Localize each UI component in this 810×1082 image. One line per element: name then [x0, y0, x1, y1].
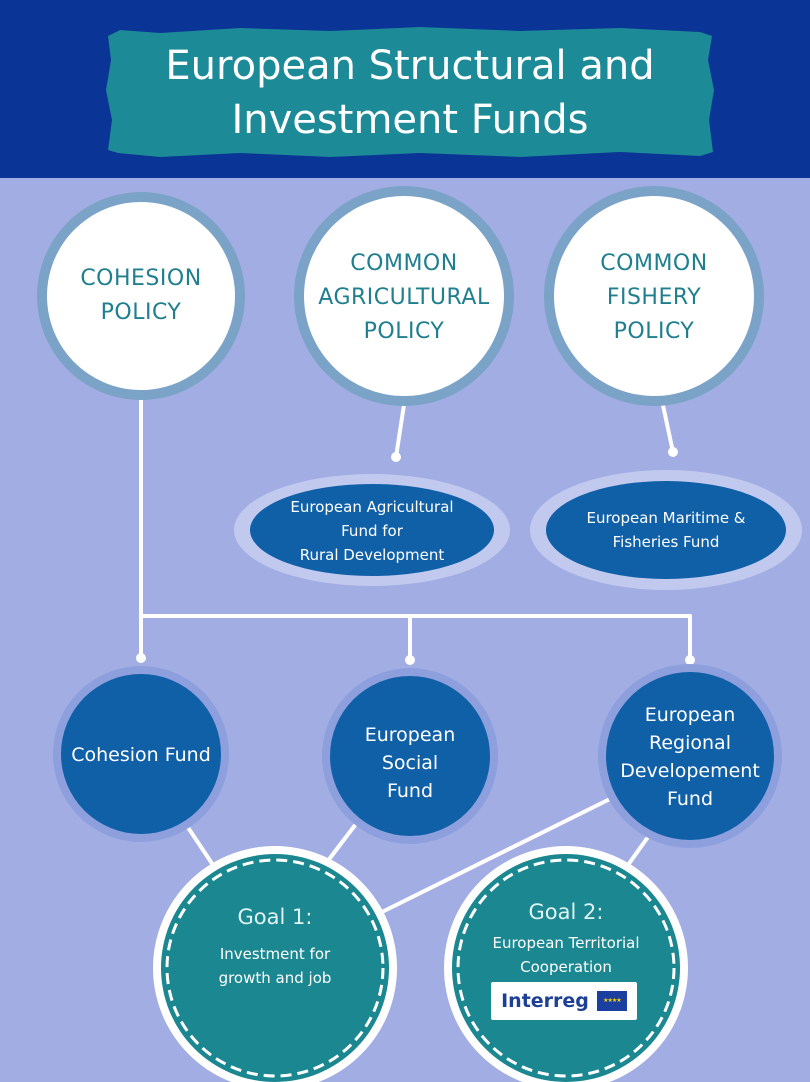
interreg-logo-word: Interreg: [501, 990, 589, 1012]
fund-label-line: Fund for: [341, 522, 403, 540]
fund-label-cohesion: Cohesion Fund: [61, 740, 221, 770]
connector-dot: [391, 452, 401, 462]
title-line: European Structural and: [165, 43, 655, 89]
policy-label-agricultural: COMMON AGRICULTURAL POLICY: [294, 245, 514, 351]
fund-label-line: European: [644, 704, 736, 726]
fund-ellipse-maritime: [530, 470, 802, 590]
title-banner: [106, 27, 714, 157]
policy-label-line: COMMON: [350, 251, 458, 276]
goal-circle-1: [153, 846, 397, 1082]
policy-label-cohesion: COHESION POLICY: [41, 256, 241, 336]
fund-circle-cohesion: [53, 666, 229, 842]
goal-label-1: Goal 1: Investment for growth and job: [190, 898, 360, 994]
fund-label-line: Cohesion Fund: [71, 744, 211, 766]
goal-text-line: European Territorial: [492, 934, 640, 952]
fund-label-line: Social: [381, 752, 439, 774]
fund-ellipse-agricultural: [234, 474, 510, 586]
fund-circle-social: [322, 668, 498, 844]
fund-label-line: European Maritime &: [586, 509, 746, 527]
fund-label-line: European: [364, 724, 456, 746]
connector-dot: [136, 653, 146, 663]
fund-label-line: Developement: [620, 760, 760, 782]
policy-circle-agricultural: [294, 186, 514, 406]
fund-label-line: Rural Development: [299, 546, 445, 564]
policy-label-line: POLICY: [100, 300, 182, 325]
fund-label-maritime: European Maritime & Fisheries Fund: [556, 505, 776, 555]
fund-label-agricultural: European Agricultural Fund for Rural Dev…: [262, 494, 482, 568]
connector-dot: [685, 655, 695, 665]
policy-label-line: COHESION: [80, 266, 202, 291]
policy-label-line: POLICY: [613, 319, 695, 344]
goal-text-line: Cooperation: [520, 958, 612, 976]
connector-dot: [668, 447, 678, 457]
title-line: Investment Funds: [231, 97, 589, 143]
policy-circle-cohesion: [37, 192, 245, 400]
fund-label-social: European Social Fund: [340, 720, 480, 806]
fund-label-line: Regional: [649, 732, 731, 754]
goal-label-2: Goal 2: European Territorial Cooperation: [471, 898, 661, 978]
policy-label-line: POLICY: [363, 319, 445, 344]
fund-label-line: Fisheries Fund: [612, 533, 720, 551]
fund-label-regional: European Regional Developement Fund: [600, 700, 780, 814]
goal-text-line: Investment for: [219, 945, 331, 963]
goal-heading: Goal 1:: [237, 905, 313, 929]
goal-text-line: growth and job: [218, 969, 332, 987]
policy-label-line: FISHERY: [606, 285, 702, 310]
interreg-logo: Interreg ★★★★: [491, 982, 637, 1020]
policy-label-fishery: COMMON FISHERY POLICY: [554, 245, 754, 351]
fund-label-line: Fund: [666, 788, 714, 810]
eu-flag-icon: ★★★★: [596, 991, 627, 1011]
goal-heading: Goal 2:: [528, 900, 604, 924]
fund-label-line: European Agricultural: [290, 498, 454, 516]
policy-label-line: AGRICULTURAL: [318, 285, 490, 310]
connector-dot: [405, 655, 415, 665]
fund-circle-regional: [598, 664, 782, 848]
page-title: European Structural and Investment Funds: [108, 34, 712, 152]
policy-label-line: COMMON: [600, 251, 708, 276]
fund-label-line: Fund: [386, 780, 434, 802]
connector-regional-fund-to-goal1: [380, 794, 618, 914]
connector-dots: [136, 447, 695, 665]
policy-circle-fishery: [544, 186, 764, 406]
